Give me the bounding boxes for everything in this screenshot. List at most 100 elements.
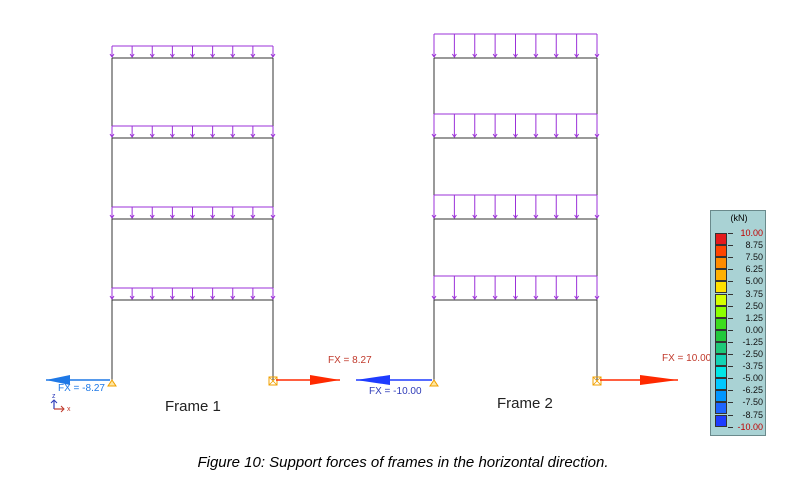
frame2-load-arrowhead-icon-1-3: [472, 53, 478, 58]
frame2-load-arrowhead-icon-3-4: [492, 214, 498, 219]
legend-swatch: [715, 390, 727, 403]
legend-swatch: [715, 354, 727, 366]
legend-swatch: [715, 414, 727, 427]
frame2-load-arrowhead-icon-2-6: [533, 133, 539, 138]
frame1-load-arrowhead-icon-1-2: [129, 53, 135, 58]
frame1-load-arrowhead-icon-1-4: [169, 53, 175, 58]
axis-x-arrow-icon: [60, 405, 65, 413]
frame2-load-arrowhead-icon-3-3: [472, 214, 478, 219]
frame2-load-arrowhead-icon-4-2: [451, 295, 457, 300]
frames-layer: [46, 33, 678, 387]
frame1-label: Frame 1: [165, 398, 221, 415]
frame1-load-arrowhead-icon-4-2: [129, 295, 135, 300]
frame2-right-fx-label: FX = 10.00: [662, 353, 712, 364]
legend-tick: [728, 414, 733, 416]
legend-swatch: [715, 402, 727, 415]
frame2-load-arrowhead-icon-4-4: [492, 295, 498, 300]
legend-swatch: [715, 378, 727, 391]
frame2-right-force-arrow-head-icon: [640, 375, 678, 385]
frame1-right-support-cross-b: [268, 376, 278, 386]
legend-swatch: [715, 317, 727, 330]
frame1-load-arrowhead-icon-4-9: [270, 295, 276, 300]
frame2-load-arrowhead-icon-1-4: [492, 53, 498, 58]
frame2-load-arrowhead-icon-3-9: [594, 214, 600, 219]
frame1-load-arrowhead-icon-1-1: [109, 53, 115, 58]
frame1-load-arrowhead-icon-1-5: [190, 53, 195, 58]
legend-swatch: [715, 366, 727, 379]
frame1-load-arrowhead-icon-4-8: [250, 295, 256, 300]
frame2-load-arrowhead-icon-2-8: [574, 133, 580, 138]
frame2-load-arrowhead-icon-2-9: [594, 133, 600, 138]
legend-swatch: [715, 245, 727, 258]
frame1-load-arrowhead-icon-4-3: [149, 295, 155, 300]
legend-tick: [728, 378, 733, 380]
frame2-load-arrowhead-icon-2-7: [553, 133, 559, 138]
frame1-load-arrowhead-icon-3-1: [109, 214, 115, 219]
frame1-load-arrowhead-icon-1-6: [210, 53, 216, 58]
frame1-load-arrowhead-icon-1-9: [270, 53, 276, 58]
legend-label: 2.50: [745, 300, 763, 311]
frame2-load-arrowhead-icon-3-2: [451, 214, 457, 219]
legend-unit: (kN): [730, 213, 748, 223]
frame1-load-arrowhead-icon-3-2: [129, 214, 135, 219]
frame1-load-arrowhead-icon-3-6: [210, 214, 216, 219]
frame1-load-arrowhead-icon-2-2: [129, 133, 135, 138]
legend-label: 5.00: [745, 276, 763, 287]
frame2-load-arrowhead-icon-1-2: [451, 53, 457, 58]
frame2-load-arrowhead-icon-2-5: [513, 133, 518, 138]
legend-tick: [728, 341, 733, 343]
legend-tick: [728, 233, 733, 234]
frame1-load-arrowhead-icon-3-5: [190, 214, 195, 219]
frame2-load-arrowhead-icon-4-3: [472, 295, 478, 300]
frame1-load-arrowhead-icon-3-4: [169, 214, 175, 219]
legend-swatch: [715, 257, 727, 270]
frame1-load-arrowhead-icon-2-9: [270, 133, 276, 138]
legend-label: 1.25: [745, 312, 763, 323]
frame1-load-arrowhead-icon-3-8: [250, 214, 256, 219]
frame1-left-support-icon: [107, 379, 117, 387]
legend-tick: [728, 402, 733, 404]
frame2-load-arrowhead-icon-4-9: [594, 295, 600, 300]
frame2-load-arrowhead-icon-3-7: [553, 214, 559, 219]
frame2-load-arrowhead-icon-3-6: [533, 214, 539, 219]
frame2-load-arrowhead-icon-1-7: [553, 53, 559, 58]
legend-label: -2.50: [742, 349, 763, 359]
legend-label: 8.75: [745, 240, 763, 251]
legend-swatch: [715, 293, 727, 306]
legend-label: 6.25: [745, 264, 763, 275]
frame1-load-arrowhead-icon-2-7: [230, 133, 236, 138]
legend-swatch: [715, 329, 727, 342]
frame2-load-arrowhead-icon-1-5: [513, 53, 518, 58]
legend-tick: [728, 390, 733, 392]
legend-swatch: [715, 269, 727, 282]
legend-label: -8.75: [742, 409, 763, 420]
frame2-load-arrowhead-icon-1-6: [533, 53, 539, 58]
frame2-load-arrowhead-icon-4-7: [553, 295, 559, 300]
legend-label: 7.50: [745, 252, 763, 263]
frame1-load-arrowhead-icon-3-3: [149, 214, 155, 219]
frame1-load-arrowhead-icon-4-5: [190, 295, 195, 300]
frame1-load-arrowhead-icon-1-7: [230, 53, 236, 58]
frame2-load-arrowhead-icon-4-8: [574, 295, 580, 300]
legend-tick: [728, 354, 733, 355]
frame2-right-support-icon: [592, 376, 602, 386]
frame2-left-fx-label: FX = -10.00: [369, 386, 422, 397]
frame2-load-arrowhead-icon-1-9: [594, 53, 600, 58]
frame1-load-arrowhead-icon-2-4: [169, 133, 175, 138]
frame2-left-support-icon: [429, 379, 439, 387]
legend-label: -7.50: [742, 397, 763, 408]
legend-swatch: [715, 305, 727, 318]
frame2-left-force-arrow-head-icon: [356, 375, 390, 385]
legend-tick: [728, 293, 733, 295]
frame1-load-arrowhead-icon-2-5: [190, 133, 195, 138]
frame1-right-force-arrow-head-icon: [310, 375, 340, 385]
legend-label: -1.25: [742, 336, 763, 347]
legend-label: -6.25: [742, 385, 763, 396]
frame2-load-arrowhead-icon-3-8: [574, 214, 580, 219]
frame1-load-arrowhead-icon-2-8: [250, 133, 256, 138]
frame1-left-fx-label: FX = -8.27: [58, 383, 105, 394]
legend-tick: [728, 257, 733, 259]
legend-label: 10.00: [740, 228, 763, 238]
legend-swatch: [715, 341, 727, 354]
